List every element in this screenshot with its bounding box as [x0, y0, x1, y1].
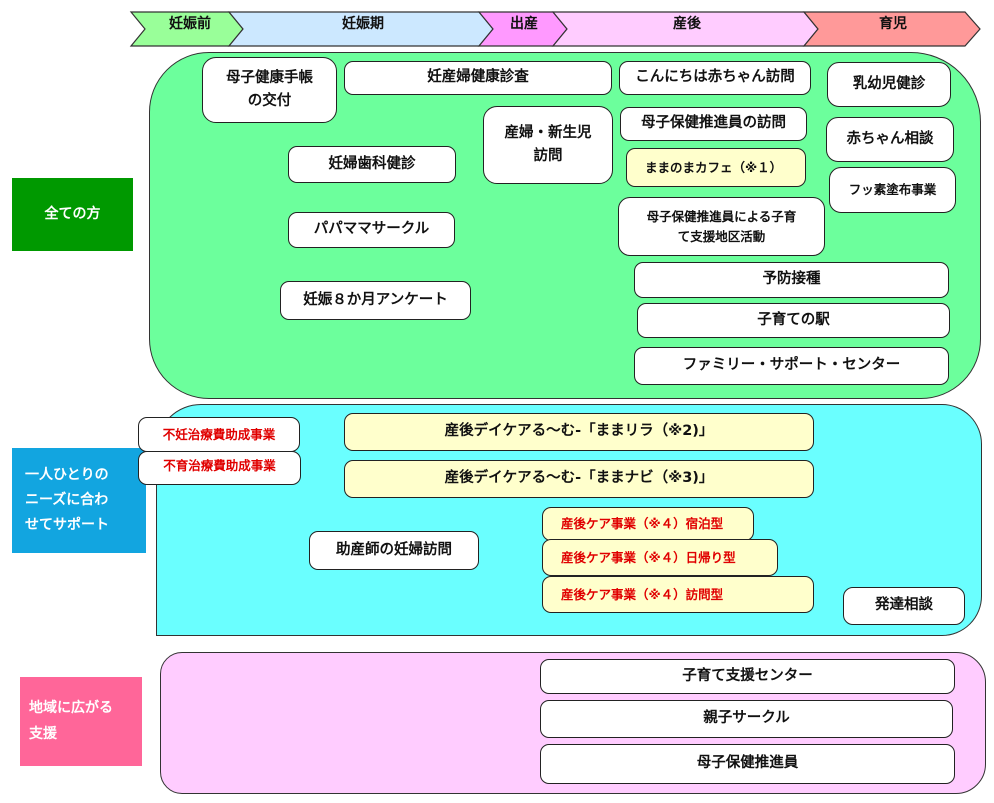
item-label: 子育て支援センター — [682, 667, 813, 684]
category-individual-line: せてサポート — [25, 517, 109, 534]
item-label: 産後デイケアる～む-「ままナビ（※3)」 — [444, 470, 714, 487]
phase-arrow-childcare — [802, 11, 981, 47]
item-label: 不育治療費助成事業 — [163, 458, 276, 473]
item-recurrent-loss-treatment-subsidy: 不育治療費助成事業 — [138, 451, 301, 485]
item-prenatal-dental-checkup: 妊婦歯科健診 — [288, 146, 456, 183]
item-label: 予防接種 — [762, 271, 821, 288]
item-promoter-community-activity: 母子保健推進員による子育て支援地区活動 — [618, 197, 825, 256]
phase-label-postpartum: 産後 — [673, 16, 701, 32]
item-maternal-health-promoter: 母子保健推進員 — [540, 744, 955, 784]
item-postpartum-daycare-mamarira: 産後デイケアる～む-「ままリラ（※2)」 — [344, 413, 814, 451]
item-label: ファミリー・サポート・センター — [682, 357, 901, 374]
item-label: 不妊治療費助成事業 — [162, 426, 276, 442]
item-label: 産後ケア事業（※４）宿泊型 — [561, 516, 724, 531]
phase-label-pre-pregnancy: 妊娠前 — [169, 16, 211, 32]
item-label: 妊婦歯科健診 — [328, 155, 416, 172]
item-label: 妊娠８か月アンケート — [303, 291, 448, 308]
item-label: 産後ケア事業（※４）日帰り型 — [561, 549, 736, 565]
category-individual-line: 一人ひとりの — [25, 466, 109, 483]
item-midwife-prenatal-visit: 助産師の妊婦訪問 — [309, 531, 479, 570]
category-individual-line: ニーズに合わ — [25, 491, 109, 508]
item-postpartum-care-overnight: 産後ケア事業（※４）宿泊型 — [542, 507, 754, 541]
item-label: フッ素塗布事業 — [848, 182, 937, 197]
category-all: 全ての方 — [12, 178, 133, 251]
item-label: 母子保健推進員 — [696, 755, 799, 772]
item-label: 乳幼児健診 — [852, 75, 926, 92]
item-infant-checkup: 乳幼児健診 — [827, 62, 951, 107]
item-postpartum-care-daytrip: 産後ケア事業（※４）日帰り型 — [542, 539, 778, 576]
item-label: 発達相談 — [875, 597, 933, 614]
category-all-label: 全ての方 — [44, 205, 101, 222]
item-line: 産婦・新生児 — [504, 124, 592, 141]
item-infertility-treatment-subsidy: 不妊治療費助成事業 — [138, 417, 300, 452]
item-line: て支援地区活動 — [677, 228, 766, 244]
item-postnatal-newborn-visit: 産婦・新生児訪問 — [483, 106, 613, 184]
item-childcare-station: 子育ての駅 — [637, 303, 950, 338]
item-mamanoma-cafe: ままのまカフェ（※１） — [626, 148, 806, 187]
item-label: 子育ての駅 — [757, 311, 830, 328]
item-label: ままのまカフェ（※１） — [645, 159, 783, 175]
item-postpartum-daycare-mamanavi: 産後デイケアる～む-「ままナビ（※3)」 — [344, 460, 814, 498]
item-line: の交付 — [247, 93, 292, 109]
item-label: 産後ケア事業（※４）訪問型 — [561, 586, 724, 602]
phase-label-childcare: 育児 — [879, 16, 907, 32]
item-maternal-handbook: 母子健康手帳の交付 — [202, 57, 337, 123]
item-childcare-support-center: 子育て支援センター — [540, 659, 955, 694]
item-label: 産後デイケアる～む-「ままリラ（※2)」 — [444, 423, 714, 440]
phase-label-pregnancy: 妊娠期 — [342, 16, 384, 32]
item-line: 訪問 — [533, 148, 563, 164]
item-label: パパママサークル — [313, 221, 430, 238]
item-label: こんにちは赤ちゃん訪問 — [635, 69, 795, 86]
item-vaccination: 予防接種 — [634, 262, 949, 298]
item-prenatal-checkup: 妊産婦健康診査 — [344, 61, 612, 95]
item-label: 赤ちゃん相談 — [846, 130, 934, 147]
item-label: 母子保健推進員の訪問 — [641, 115, 786, 132]
item-health-promoter-visit: 母子保健推進員の訪問 — [620, 107, 807, 141]
category-community: 地域に広がる 支援 — [20, 677, 142, 766]
item-fluoride-application: フッ素塗布事業 — [829, 167, 956, 213]
category-community-line: 地域に広がる — [29, 700, 113, 717]
item-label: 助産師の妊婦訪問 — [336, 541, 452, 558]
item-line: 母子保健推進員による子育 — [646, 208, 797, 224]
category-community-line: 支援 — [29, 725, 57, 742]
item-label: 妊産婦健康診査 — [427, 69, 529, 86]
item-parent-child-circle: 親子サークル — [540, 700, 953, 738]
item-family-support-center: ファミリー・サポート・センター — [634, 347, 949, 385]
item-line: 母子健康手帳 — [226, 69, 313, 86]
item-development-consultation: 発達相談 — [843, 587, 965, 625]
timeline-arrows — [129, 11, 981, 47]
phase-label-birth: 出産 — [510, 16, 538, 32]
timeline-bar: 妊娠前 妊娠期 出産 産後 育児 — [0, 0, 994, 50]
item-hello-baby-visit: こんにちは赤ちゃん訪問 — [619, 61, 811, 95]
item-postpartum-care-home-visit: 産後ケア事業（※４）訪問型 — [542, 576, 814, 613]
item-label: 親子サークル — [703, 710, 790, 727]
category-individual: 一人ひとりの ニーズに合わ せてサポート — [12, 448, 146, 553]
item-baby-consultation: 赤ちゃん相談 — [826, 117, 954, 162]
item-papa-mama-circle: パパママサークル — [288, 212, 455, 248]
item-8-month-survey: 妊娠８か月アンケート — [280, 281, 471, 320]
